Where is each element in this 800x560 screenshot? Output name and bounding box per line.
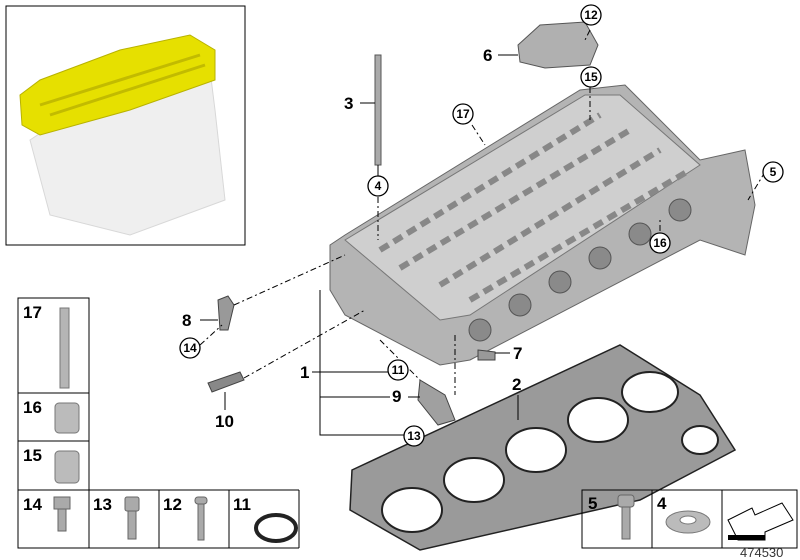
part-9-valve <box>417 379 456 426</box>
torx-screw-icon <box>194 496 208 505</box>
part-3-bolt <box>374 54 382 166</box>
callout-16: 16 <box>653 236 667 250</box>
callout-14: 14 <box>183 341 197 355</box>
part-6-bracket <box>517 21 599 69</box>
callout-9: 9 <box>392 387 401 406</box>
legend-grid-right <box>581 489 798 549</box>
cylinder-head <box>329 84 756 366</box>
legend-label-5: 5 <box>588 494 597 513</box>
hex-bolt-icon <box>53 496 71 510</box>
legend-label-12: 12 <box>163 495 182 514</box>
engine-overview-inset <box>5 5 246 246</box>
callout-11: 11 <box>392 363 405 377</box>
callout-4: 4 <box>375 179 382 193</box>
callout-8: 8 <box>182 311 191 330</box>
stud-icon <box>59 307 70 389</box>
legend-label-17: 17 <box>23 303 42 322</box>
part-2-gasket <box>349 344 737 551</box>
callout-3: 3 <box>344 94 353 113</box>
socket-screw-icon <box>124 496 140 512</box>
callout-1: 1 <box>300 363 309 382</box>
legend-label-4: 4 <box>657 494 667 513</box>
legend-label-14: 14 <box>23 495 42 514</box>
leader-lines <box>199 29 766 436</box>
callout-6: 6 <box>483 46 492 65</box>
diagram-number: 474530 <box>740 545 783 560</box>
legend-grid-left <box>17 297 300 549</box>
legend-label-15: 15 <box>23 446 42 465</box>
callout-7: 7 <box>513 344 522 363</box>
part-7-sensor <box>477 349 496 361</box>
callout-5: 5 <box>770 165 777 179</box>
callout-10: 10 <box>215 412 234 431</box>
callout-17: 17 <box>456 107 470 121</box>
part-10-sensor <box>207 371 245 393</box>
part-8-bracket <box>217 295 235 331</box>
callout-15: 15 <box>584 70 598 84</box>
callout-12: 12 <box>584 8 598 22</box>
sleeve-icon <box>54 402 80 434</box>
flange-bolt-icon <box>617 494 635 508</box>
legend-label-13: 13 <box>93 495 112 514</box>
o-ring-icon <box>254 513 298 543</box>
legend-label-11: 11 <box>233 495 251 514</box>
callout-13: 13 <box>407 429 421 443</box>
sleeve-icon <box>54 450 80 484</box>
callout-2: 2 <box>512 375 521 394</box>
legend-label-16: 16 <box>23 398 42 417</box>
direction-arrow-icon <box>727 502 794 541</box>
